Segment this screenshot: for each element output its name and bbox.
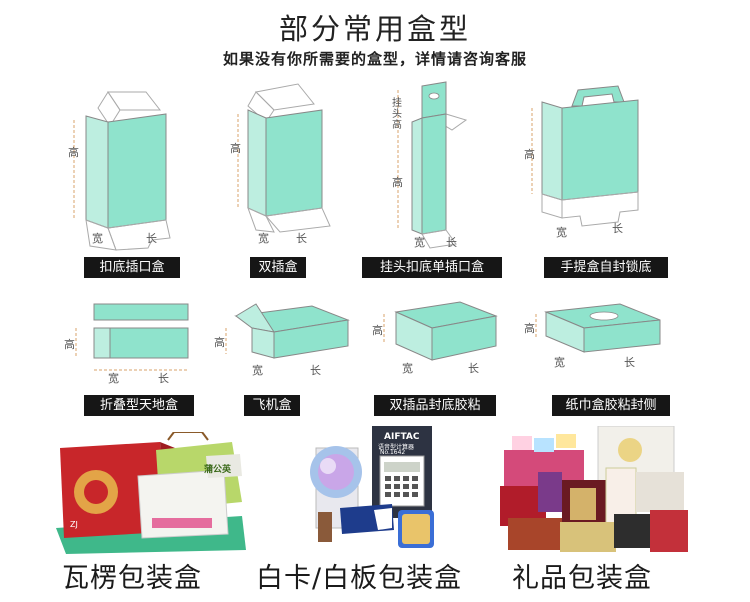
photo-caption: 白卡/白板包装盒 <box>256 563 463 594</box>
glued-bottom-box-drawing <box>383 301 498 361</box>
box-diagram-mailer: 高 宽 长 <box>212 298 362 390</box>
dim-hang: 挂头高 <box>392 98 402 131</box>
dim-height: 高 <box>214 336 225 349</box>
dim-width: 宽 <box>402 362 413 375</box>
box-diagram-double-tuck: 高 宽 长 <box>226 80 346 255</box>
corrugated-box-print-text: 蒲公英 <box>204 465 232 475</box>
box-label: 挂头扣底单插口盒 <box>362 257 502 278</box>
dim-width: 宽 <box>554 356 565 369</box>
box-diagram-lock-bottom: 高 宽 长 <box>60 80 190 255</box>
corrugated-box-photo: 蒲公英 ZJ <box>56 431 246 557</box>
page-title: 部分常用盒型 <box>278 12 471 46</box>
dim-length: 长 <box>146 232 157 245</box>
dim-height: 高 <box>392 176 403 189</box>
dim-length: 长 <box>310 364 321 377</box>
box-label: 纸巾盒胶粘封侧 <box>552 395 670 416</box>
dim-width: 宽 <box>414 236 425 249</box>
box-diagram-handle: 高 宽 长 <box>520 80 670 255</box>
handle-box-drawing <box>531 85 639 227</box>
dim-height: 高 <box>524 148 535 161</box>
double-tuck-box-drawing <box>237 83 331 233</box>
dim-height: 高 <box>372 324 383 337</box>
white-card-model: No.1642 <box>380 449 406 456</box>
box-diagram-glued-bottom: 高 宽 长 <box>372 294 512 390</box>
box-label: 双插品封底胶粘 <box>374 395 496 416</box>
dim-length: 长 <box>468 362 479 375</box>
photo-caption: 礼品包装盒 <box>512 563 652 594</box>
lid-base-box-drawing <box>75 303 189 371</box>
box-label: 飞机盒 <box>244 395 300 416</box>
tissue-box-drawing <box>535 303 661 353</box>
dim-length: 长 <box>612 222 623 235</box>
mailer-box-drawing <box>225 303 350 359</box>
box-diagram-lid-base: 高 宽 长 <box>62 298 192 390</box>
box-diagram-tissue: 高 宽 长 <box>524 296 674 390</box>
dim-width: 宽 <box>258 232 269 245</box>
dim-length: 长 <box>296 232 307 245</box>
dim-height: 高 <box>68 146 79 159</box>
box-label: 折叠型天地盒 <box>84 395 194 416</box>
box-label: 手提盒自封锁底 <box>544 257 668 278</box>
box-diagram-hang-tab: 挂头高 高 宽 长 <box>386 80 506 255</box>
dim-length: 长 <box>158 372 169 385</box>
photo-caption: 瓦楞包装盒 <box>62 563 202 594</box>
white-card-box-photo: AIFTAC 语音型计算器 No.1642 <box>288 426 448 554</box>
lock-bottom-box-drawing <box>73 91 171 251</box>
corrugated-box-illustration <box>56 431 246 554</box>
dim-width: 宽 <box>252 364 263 377</box>
dim-width: 宽 <box>108 372 119 385</box>
white-card-brand: AIFTAC <box>384 432 420 442</box>
dim-length: 长 <box>624 356 635 369</box>
dim-height: 高 <box>64 338 75 351</box>
dim-length: 长 <box>446 236 457 249</box>
corrugated-box-mark: ZJ <box>70 520 78 529</box>
dim-width: 宽 <box>92 232 103 245</box>
page-subtitle: 如果没有你所需要的盒型，详情请咨询客服 <box>222 50 527 68</box>
box-label: 扣底插口盒 <box>84 257 180 278</box>
gift-box-photo <box>500 425 690 554</box>
dim-width: 宽 <box>556 226 567 239</box>
box-label: 双插盒 <box>250 257 306 278</box>
dim-height: 高 <box>230 142 241 155</box>
white-card-box-illustration <box>310 426 434 548</box>
dim-height: 高 <box>524 322 535 335</box>
hang-tab-box-drawing <box>397 81 468 249</box>
gift-box-illustration <box>500 425 688 552</box>
white-card-product: 语音型计算器 <box>378 444 415 451</box>
